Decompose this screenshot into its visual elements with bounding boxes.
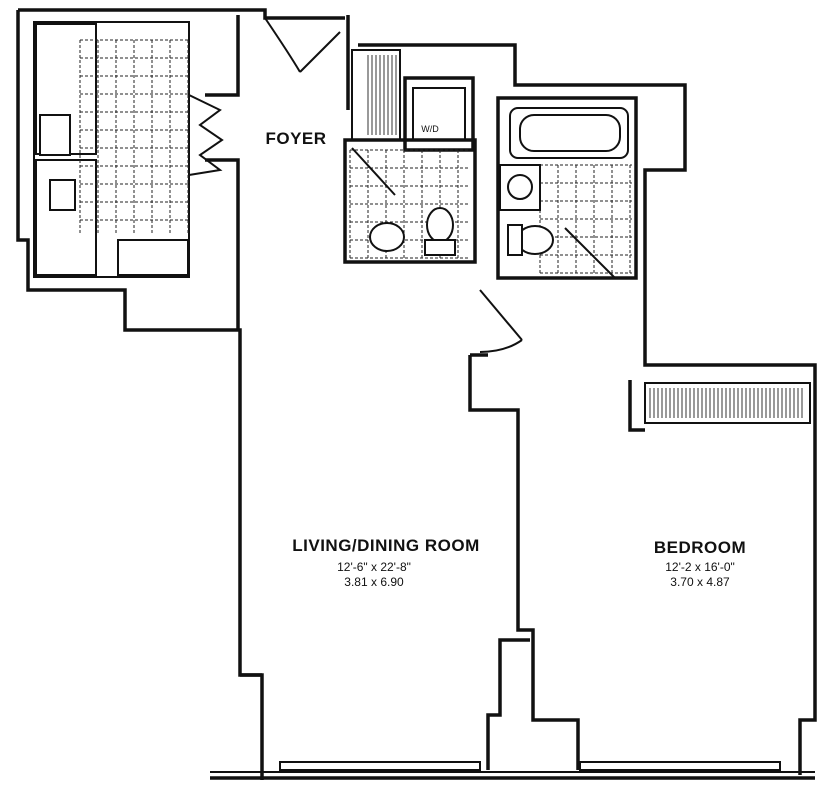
sink-icon-2 (507, 174, 533, 200)
bedroom-door (479, 289, 523, 341)
interior-partitions (240, 289, 580, 770)
dishwasher-icon (49, 179, 76, 211)
bedroom-label: BEDROOM (654, 538, 746, 557)
door-swing-icon-2 (479, 339, 523, 353)
toilet-tank-icon (424, 239, 456, 256)
powder-room (343, 138, 477, 264)
bath-door (564, 227, 616, 279)
bedroom-dim-imperial: 12'-2 x 16'-0" (665, 560, 735, 574)
living-room-dim-imperial: 12'-6" x 22'-8" (337, 560, 411, 574)
kitchen (33, 21, 224, 278)
closet-shelf-icon-2 (649, 388, 803, 418)
foyer-walls (205, 15, 350, 330)
washer-dryer-closet: W/D (403, 76, 475, 152)
living-room-label: LIVING/DINING ROOM (292, 536, 480, 555)
sink-icon (369, 222, 405, 252)
powder-door (351, 147, 396, 196)
entry-door (299, 31, 341, 73)
window-icon (279, 761, 781, 771)
living-room-dim-metric: 3.81 x 6.90 (344, 575, 404, 589)
oven-icon (39, 114, 71, 156)
bath-tile-grid (539, 164, 632, 275)
closet (351, 49, 401, 141)
closet-shelf-icon (367, 55, 397, 135)
foyer-label: FOYER (265, 129, 326, 148)
door-swing-icon (264, 17, 301, 73)
main-bath (496, 96, 638, 280)
kitchen-grid (79, 39, 189, 235)
bedroom-closet (628, 380, 811, 432)
washer-dryer-icon (412, 87, 466, 141)
toilet-tank-icon-2 (507, 224, 523, 256)
toilet-icon (426, 207, 454, 243)
bedroom-dim-metric: 3.70 x 4.87 (670, 575, 730, 589)
washer-dryer-label: W/D (421, 124, 439, 134)
